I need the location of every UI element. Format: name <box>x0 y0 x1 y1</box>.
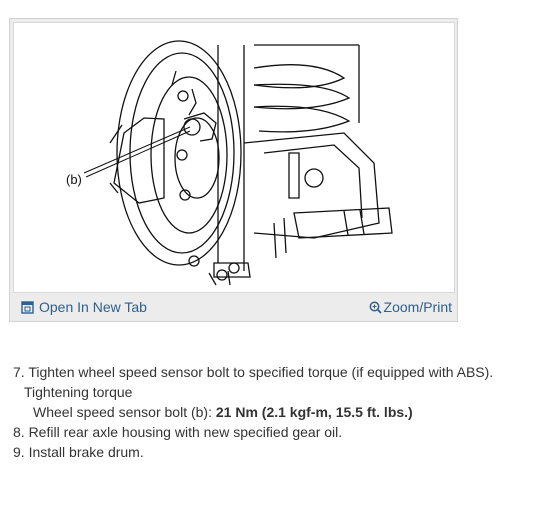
zoom-print-link[interactable]: Zoom/Print <box>369 299 452 315</box>
step-7: 7. Tighten wheel speed sensor bolt to sp… <box>13 364 494 380</box>
open-in-new-tab-link[interactable]: Open In New Tab <box>21 299 147 315</box>
open-in-new-tab-label: Open In New Tab <box>39 299 147 315</box>
open-in-new-tab-icon <box>21 300 34 314</box>
diagram-image-wheel-speed-sensor: (b) <box>13 22 455 293</box>
step-9: 9. Install brake drum. <box>13 444 144 460</box>
torque-item: Wheel speed sensor bolt (b): 21 Nm (2.1 … <box>13 402 528 422</box>
step-8: 8. Refill rear axle housing with new spe… <box>13 424 343 440</box>
torque-item-label: Wheel speed sensor bolt (b): <box>33 404 216 420</box>
figure-action-bar: Open In New Tab Zoom/Print <box>10 294 457 321</box>
instructions-text: 7. Tighten wheel speed sensor bolt to sp… <box>13 362 528 462</box>
torque-heading: Tightening torque <box>24 384 133 400</box>
torque-item-value: 21 Nm (2.1 kgf-m, 15.5 ft. lbs.) <box>215 404 413 420</box>
callout-label-b: (b) <box>66 172 82 187</box>
axle-diagram-drawing <box>83 40 393 286</box>
zoom-print-label: Zoom/Print <box>383 299 452 315</box>
magnifier-icon <box>369 301 382 314</box>
figure-card: (b) Open In New Tab Zoom/Print <box>9 18 458 322</box>
